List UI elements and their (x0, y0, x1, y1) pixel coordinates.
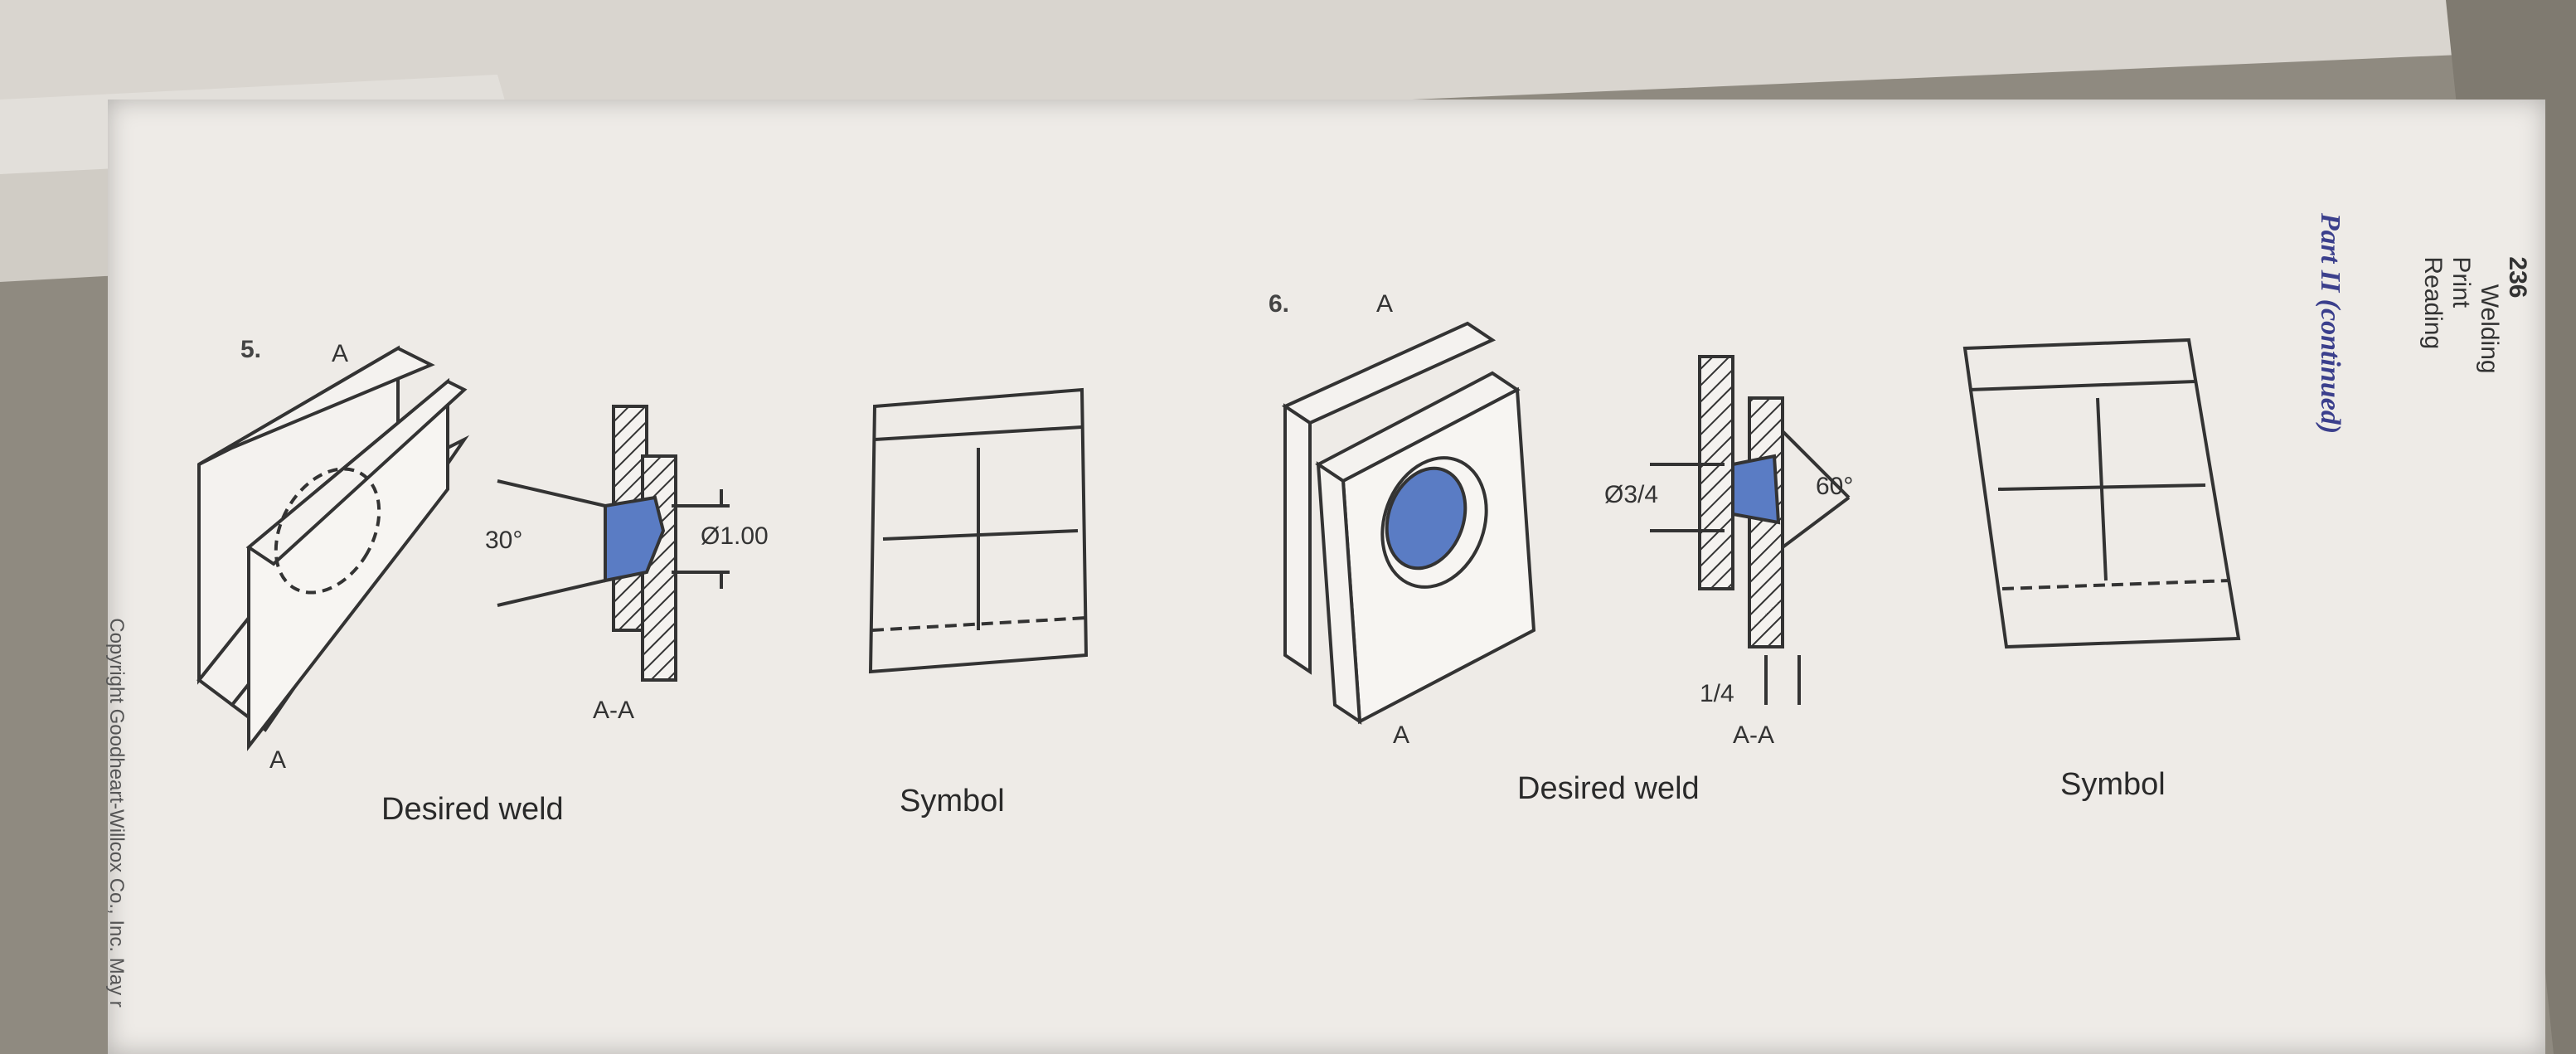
problem6-symbol-caption: Symbol (2060, 767, 2166, 802)
problem6-thickness-label: 1/4 (1700, 680, 1734, 707)
problem5-section-label-bottom: A (269, 746, 287, 774)
problem5-angle-label: 30° (485, 527, 523, 554)
problem6-number: 6. (1269, 290, 1290, 318)
problem6-diameter-label: Ø3/4 (1604, 481, 1659, 508)
problem5-diameter-label: Ø1.00 (701, 522, 769, 550)
problem6-symbol-box (1962, 338, 2241, 649)
section-heading: Part II (continued) (2315, 212, 2346, 435)
problem5-number: 5. (240, 336, 262, 363)
page-number: 236 (2504, 256, 2531, 299)
problem6-desired-caption: Desired weld (1517, 771, 1700, 806)
problem6-section-view (1650, 355, 1851, 705)
problem5-desired-caption: Desired weld (381, 792, 564, 827)
problem5-symbol-box (868, 387, 1089, 674)
book-title: Welding Print Reading (2419, 256, 2503, 374)
problem5-isometric-plates (196, 345, 470, 751)
problem5-symbol-caption: Symbol (900, 784, 1005, 818)
copyright-notice: Copyright Goodheart-Willcox Co., Inc. Ma… (105, 618, 128, 1008)
page-header: 236 Welding Print Reading (2418, 256, 2531, 373)
problem5-section-view-label: A-A (593, 697, 635, 724)
problem5-section-view (497, 405, 730, 682)
problem6-angle-label: 60° (1816, 473, 1854, 500)
problem5-section-label-top: A (332, 340, 349, 367)
problem6-isometric-plates (1281, 321, 1536, 725)
problem6-section-label-bottom: A (1393, 721, 1410, 749)
problem6-section-view-label: A-A (1733, 721, 1775, 749)
problem6-section-label-top: A (1376, 290, 1394, 318)
